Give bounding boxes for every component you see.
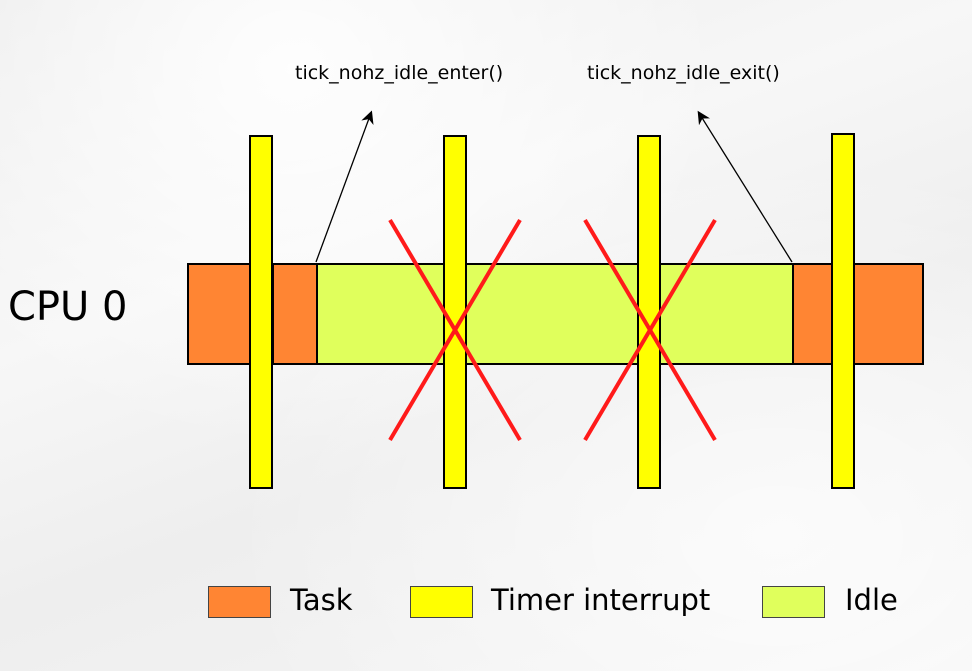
legend-swatch-task [208,586,271,618]
suppressed-tick-cross [388,218,522,442]
task-segment [792,263,924,365]
idle-exit-label: tick_nohz_idle_exit() [587,62,780,84]
idle-exit-arrow [697,110,793,263]
legend-label-idle: Idle [845,583,898,617]
cpu-label: CPU 0 [8,284,128,330]
timer-interrupt-bar [831,133,855,489]
idle-segment [316,263,794,365]
legend-label-task: Task [290,583,353,617]
idle-enter-arrow [315,110,374,263]
legend-label-timer: Timer interrupt [491,583,711,617]
cross-stroke [388,218,522,442]
cross-stroke [583,218,717,442]
suppressed-tick-cross [583,218,717,442]
idle-enter-label: tick_nohz_idle_enter() [295,62,504,84]
legend-swatch-timer [410,586,473,618]
timer-interrupt-bar [443,135,467,489]
task-segment [272,263,318,365]
legend-swatch-idle [762,586,825,618]
timer-interrupt-bar [249,135,273,489]
